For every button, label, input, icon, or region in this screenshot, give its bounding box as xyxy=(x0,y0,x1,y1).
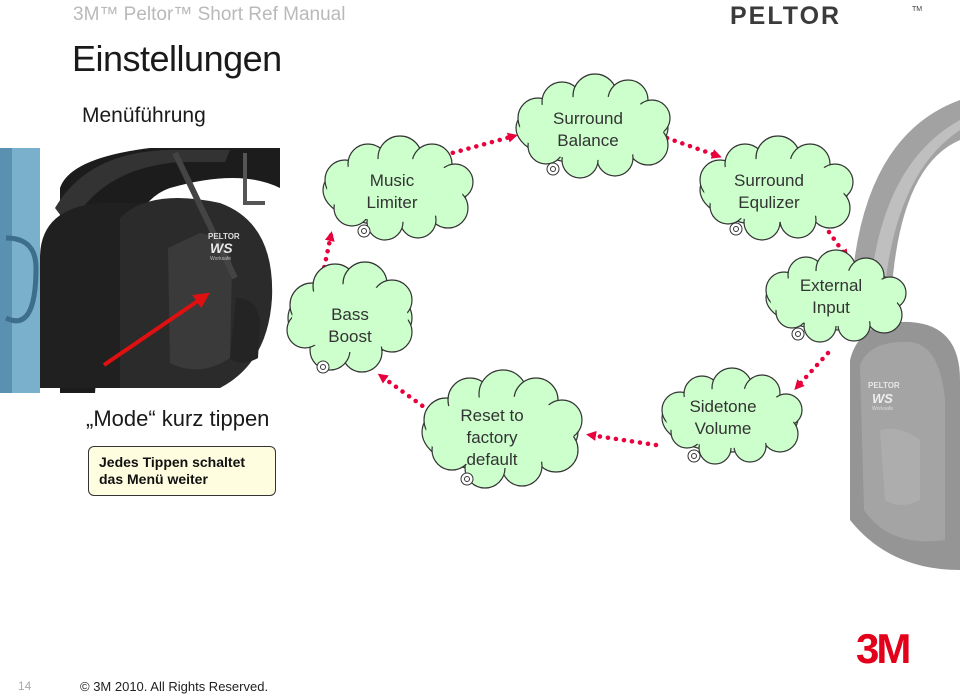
peltor-logo: PELTOR TM xyxy=(730,2,922,28)
headset-badge-left: PELTOR WS Worksafe xyxy=(208,232,240,262)
cloud-sidetone-volume xyxy=(661,367,803,465)
arrow-sidetone-to-reset xyxy=(586,430,659,448)
badge-brand-left: PELTOR xyxy=(208,232,240,241)
section-subtitle: Menüführung xyxy=(82,104,206,127)
svg-text:WS: WS xyxy=(872,391,893,406)
cloud-surround-equlizer xyxy=(699,135,854,241)
trademark-mark: TM xyxy=(912,6,922,13)
cloud-music-limiter xyxy=(322,135,474,241)
copyright-notice: © 3M 2010. All Rights Reserved. xyxy=(80,679,269,694)
cloud-bass-boost xyxy=(286,261,413,373)
cloud-reset-factory xyxy=(421,369,583,489)
arrow-balance-to-equlizer xyxy=(664,135,722,159)
cloud-external-input xyxy=(765,249,907,343)
svg-text:3M: 3M xyxy=(856,626,909,668)
mode-instruction: „Mode“ kurz tippen xyxy=(86,406,270,431)
arrow-music-to-balance xyxy=(442,132,518,158)
badge-model-left: WS xyxy=(210,240,233,256)
cloud-surround-balance xyxy=(515,73,671,179)
svg-text:PELTOR: PELTOR xyxy=(730,2,841,28)
badge-sub-left: Worksafe xyxy=(210,256,231,262)
page-title: Einstellungen xyxy=(72,38,282,79)
arrow-reset-to-bass xyxy=(377,373,445,423)
headset-badge-right: PELTOR WS Worksafe xyxy=(868,381,900,412)
svg-text:Worksafe: Worksafe xyxy=(872,406,893,412)
page-number: 14 xyxy=(18,679,32,693)
mode-button-pointer xyxy=(102,292,210,367)
hint-line-2: das Menü weiter xyxy=(99,471,208,487)
headset-photo-left xyxy=(0,148,280,393)
hint-callout: Jedes Tippen schaltet das Menü weiter xyxy=(88,446,276,496)
arrow-external-to-sidetone xyxy=(794,350,831,390)
svg-text:PELTOR: PELTOR xyxy=(868,381,900,390)
manual-title: 3M™ Peltor™ Short Ref Manual xyxy=(73,4,346,25)
hint-line-1: Jedes Tippen schaltet xyxy=(99,454,246,470)
headset-photo-right xyxy=(850,100,960,570)
3m-logo: 3M xyxy=(856,626,912,668)
